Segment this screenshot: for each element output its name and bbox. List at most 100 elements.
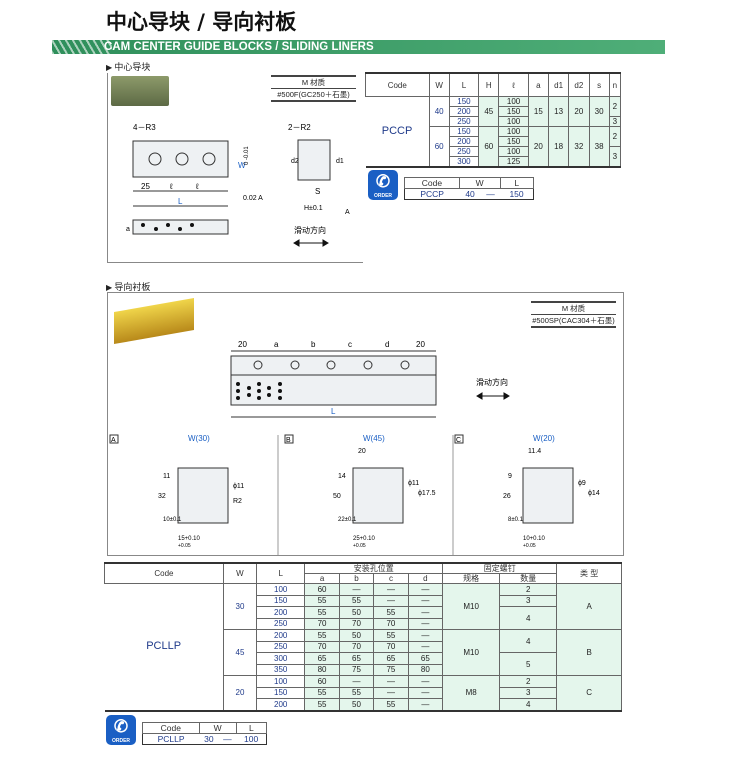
dim-s: S bbox=[315, 187, 320, 196]
table-cell: — bbox=[407, 594, 444, 607]
code-cell: PCLLP bbox=[104, 583, 224, 711]
column-header: s bbox=[588, 72, 610, 97]
view-counterbore-dia: ϕ14 bbox=[588, 490, 600, 497]
table-cell: 300 bbox=[448, 156, 480, 168]
table-cell: 32 bbox=[568, 126, 590, 168]
column-header: H bbox=[478, 72, 500, 97]
flatness-label: 0.02 A bbox=[243, 195, 263, 202]
table-cell: 250 bbox=[256, 617, 306, 630]
table-cell: B bbox=[556, 629, 622, 676]
view-width: W(45) bbox=[363, 434, 385, 443]
column-header: L bbox=[499, 177, 535, 189]
dim-d2: d2 bbox=[291, 158, 299, 165]
table-cell: A bbox=[556, 583, 622, 630]
view-tag: A bbox=[111, 437, 116, 444]
column-header: a bbox=[527, 72, 550, 97]
table-cell: 60 bbox=[428, 126, 450, 168]
view-pitch: 10±0.1 bbox=[163, 517, 182, 523]
table-cell: 65 bbox=[373, 652, 409, 665]
table-cell: 65 bbox=[407, 652, 444, 665]
table-cell: 5 bbox=[499, 652, 558, 676]
table-cell: 50 bbox=[338, 606, 375, 619]
table-cell: 70 bbox=[338, 617, 375, 630]
view-pitch: 8±0.1 bbox=[508, 517, 524, 523]
view-hole-dia: ϕ11 bbox=[233, 483, 244, 490]
column-header: 类 型 bbox=[556, 562, 622, 584]
dim-25: 25 bbox=[141, 182, 150, 191]
center-guide-dims: 4－R3 25 ℓ ℓ L W 0 -0.01 0.02 A 2－R2 d2 d… bbox=[126, 123, 350, 247]
view-bottom-width: 15+0.10 bbox=[178, 536, 201, 542]
table-cell: 20 bbox=[527, 126, 550, 168]
column-header: 数量 bbox=[499, 573, 558, 584]
table-cell: 100 bbox=[256, 675, 306, 688]
datum-a: A bbox=[345, 209, 350, 216]
table-cell: — bbox=[338, 583, 375, 596]
width-tolerance: 0 -0.01 bbox=[244, 146, 250, 165]
double-arrow-icon bbox=[476, 392, 510, 400]
table-cell: 55 bbox=[304, 594, 340, 607]
table-cell: 4 bbox=[499, 606, 558, 630]
view-bottom-width: 10+0.10 bbox=[523, 536, 546, 542]
column-header: Code bbox=[104, 562, 224, 584]
table-cell: 100 bbox=[256, 583, 306, 596]
order-value: — bbox=[486, 189, 495, 199]
table-cell: 55 bbox=[304, 606, 340, 619]
view-hole-dia: ϕ11 bbox=[408, 480, 419, 487]
view-tag: C bbox=[456, 437, 461, 444]
dim-length: L bbox=[178, 197, 183, 206]
view-bottom-tol: +0.05 bbox=[353, 543, 366, 549]
order-phone-icon: ✆ORDER bbox=[106, 715, 136, 745]
table-cell: M10 bbox=[442, 629, 501, 676]
column-header: 规格 bbox=[442, 573, 501, 584]
slide-direction-label: 滑动方向 bbox=[294, 225, 326, 235]
dim-height: H±0.1 bbox=[304, 205, 323, 212]
table-cell: 55 bbox=[338, 594, 375, 607]
radius-label: 4－R3 bbox=[133, 123, 156, 132]
column-header: c bbox=[373, 573, 409, 584]
table-cell: 20 bbox=[568, 96, 590, 127]
table-cell: — bbox=[407, 640, 444, 653]
table-cell: — bbox=[407, 686, 444, 699]
column-header: d1 bbox=[547, 72, 570, 97]
table-cell: 55 bbox=[373, 606, 409, 619]
view-bottom-width: 25+0.10 bbox=[353, 536, 376, 542]
order-value: 100 bbox=[243, 734, 259, 744]
table-cell: 55 bbox=[373, 629, 409, 642]
center-guide-photo bbox=[111, 76, 169, 106]
table-cell: — bbox=[373, 675, 409, 688]
table-cell: 4 bbox=[499, 629, 558, 653]
column-header: d bbox=[407, 573, 444, 584]
table-cell: — bbox=[373, 594, 409, 607]
banner-text: CAM CENTER GUIDE BLOCKS / SLIDING LINERS bbox=[104, 41, 374, 53]
table-cell: 55 bbox=[304, 686, 340, 699]
view-tag-box bbox=[454, 434, 464, 444]
column-header: L bbox=[448, 72, 480, 97]
section-label-sliding-liner: 导向衬板 bbox=[106, 280, 150, 293]
table-cell: 300 bbox=[256, 652, 306, 665]
table-cell: 15 bbox=[527, 96, 550, 127]
table-cell: 75 bbox=[373, 663, 409, 676]
table-cell: 55 bbox=[304, 698, 340, 711]
page-title: 中心导块 / 导向衬板 bbox=[106, 10, 297, 34]
column-header: 安装孔位置 bbox=[304, 562, 444, 574]
table-cell: 60 bbox=[304, 583, 340, 596]
table-cell: — bbox=[373, 583, 409, 596]
table-cell: 13 bbox=[547, 96, 570, 127]
material-box: M 材质#500SP(CAC304＋石墨) bbox=[531, 301, 616, 328]
order-value: PCLLP bbox=[157, 734, 185, 744]
view-radius: R2 bbox=[233, 498, 242, 505]
column-header: b bbox=[338, 573, 375, 584]
